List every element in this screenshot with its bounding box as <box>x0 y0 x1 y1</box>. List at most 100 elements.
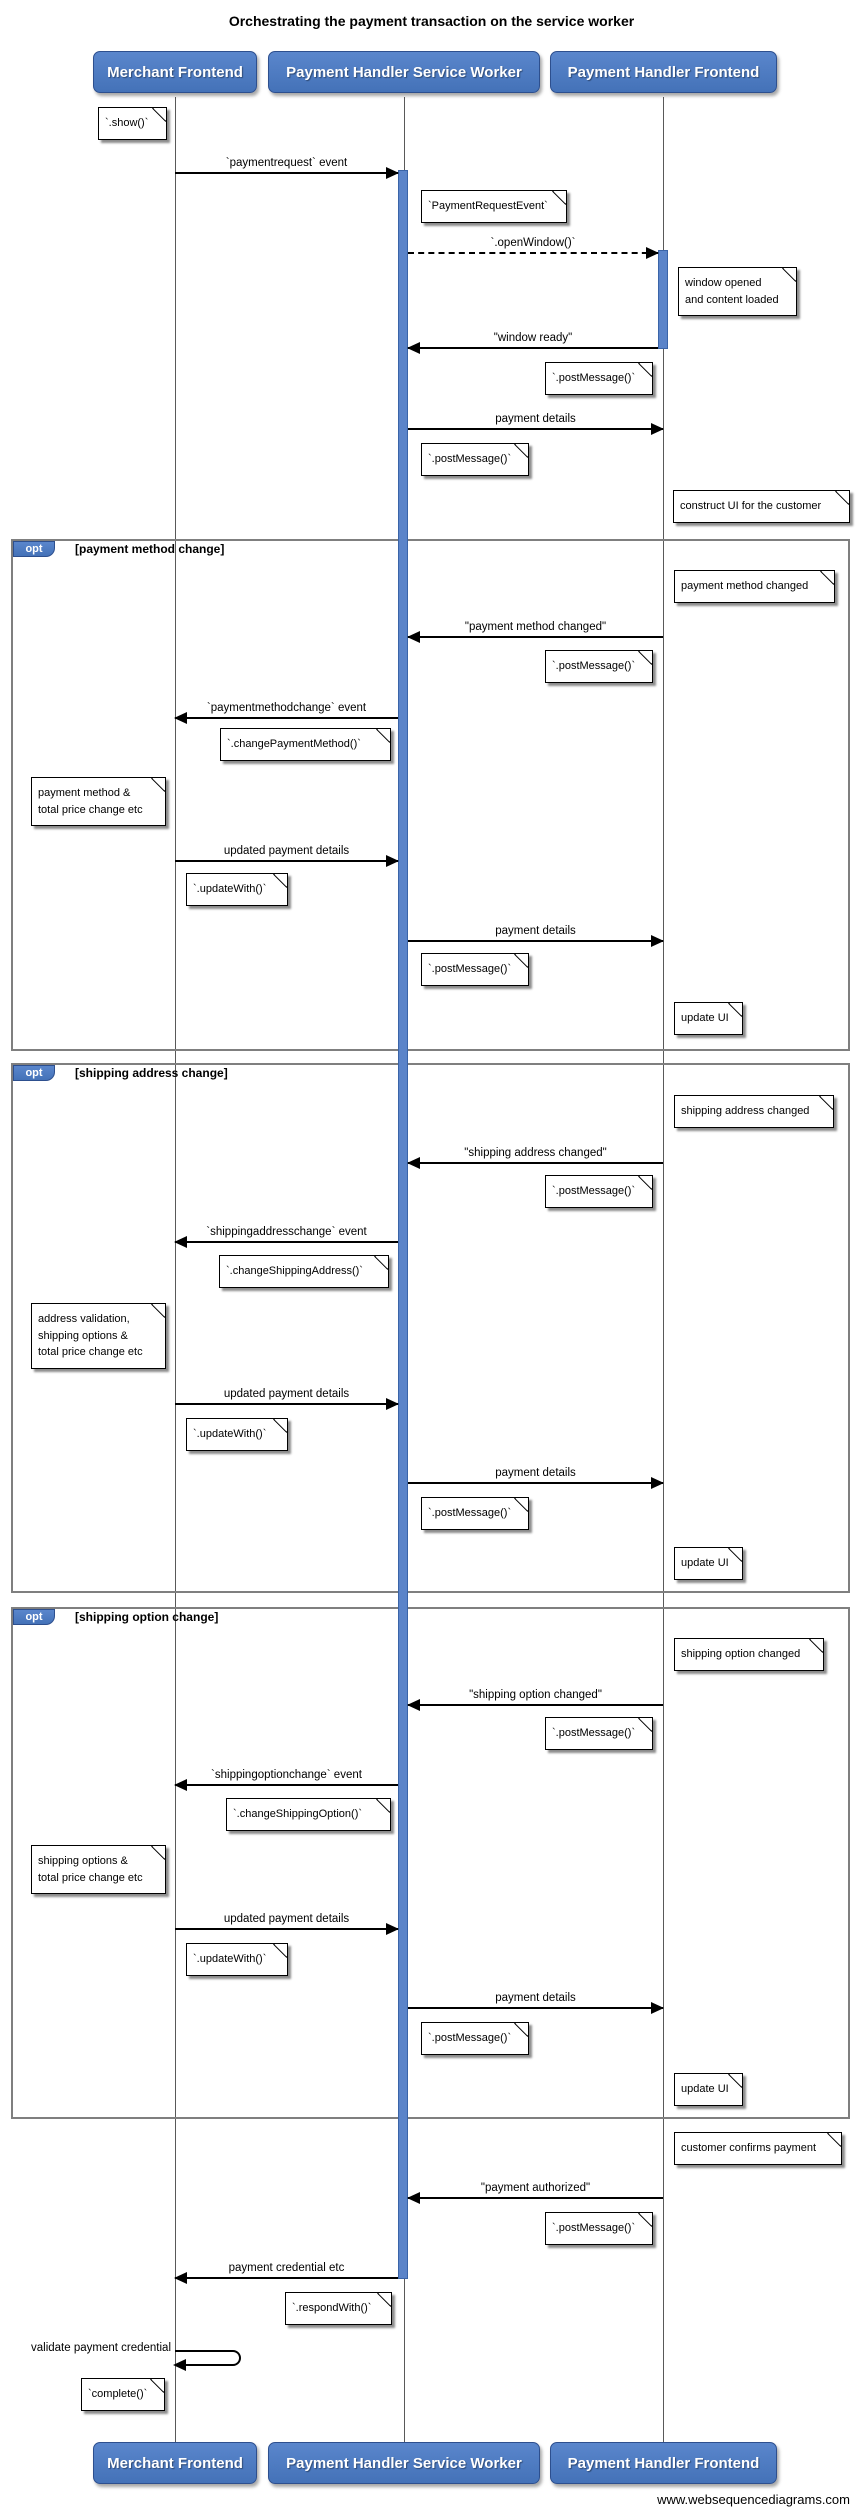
self-call-loop <box>173 2350 241 2371</box>
opt-frame-shipping-option-change <box>11 1607 850 2119</box>
msg-shippingoptionchange-event: `shippingoptionchange` event <box>174 1766 398 1791</box>
arrowhead-left-icon <box>407 1699 420 1711</box>
note-update-ui-1: update UI <box>674 1002 743 1035</box>
arrowhead-left-icon <box>407 342 420 354</box>
note-post-message-3: `.postMessage()` <box>545 650 653 683</box>
arrowhead-left-icon <box>173 2359 186 2371</box>
msg-label: payment details <box>495 1467 576 1479</box>
arrowhead-left-icon <box>174 1236 187 1248</box>
msg-label: `shippingoptionchange` event <box>211 1769 362 1781</box>
arrowhead-right-icon <box>651 935 664 947</box>
actor-top-merchant-frontend: Merchant Frontend <box>93 51 257 93</box>
msg-updated-payment-details-3: updated payment details <box>175 1910 399 1935</box>
arrowhead-right-icon <box>651 1477 664 1489</box>
lifeline-merchant-frontend <box>175 97 176 2442</box>
opt-condition-3: [shipping option change] <box>75 1610 219 1624</box>
activation-service-worker <box>398 170 408 2279</box>
actor-bottom-merchant-frontend: Merchant Frontend <box>93 2442 257 2484</box>
note-address-validation: address validation, shipping options & t… <box>31 1303 166 1369</box>
note-post-message-4: `.postMessage()` <box>421 953 529 986</box>
note-post-message-7: `.postMessage()` <box>545 1717 653 1750</box>
arrowhead-right-icon <box>386 855 399 867</box>
arrowhead-right-icon <box>386 1923 399 1935</box>
note-shipping-options-total: shipping options & total price change et… <box>31 1845 166 1894</box>
opt-tab-3: opt <box>13 1609 55 1625</box>
msg-label: updated payment details <box>223 845 350 857</box>
msg-label: payment details <box>495 925 576 937</box>
note-customer-confirms: customer confirms payment <box>674 2132 842 2165</box>
note-update-with-3: `.updateWith()` <box>186 1943 288 1976</box>
note-change-shipping-option: `.changeShippingOption()` <box>226 1798 391 1831</box>
msg-validate-payment-credential: validate payment credential <box>31 2342 171 2354</box>
note-shipping-option-changed: shipping option changed <box>674 1638 824 1671</box>
note-payment-method-total: payment method & total price change etc <box>31 777 166 826</box>
note-complete: `complete()` <box>81 2378 165 2411</box>
msg-shipping-address-changed: "shipping address changed" <box>407 1144 663 1169</box>
msg-open-window: `.openWindow()` <box>408 234 659 259</box>
note-update-ui-3: update UI <box>674 2073 743 2106</box>
actor-bottom-service-worker: Payment Handler Service Worker <box>268 2442 540 2484</box>
actor-bottom-handler-frontend: Payment Handler Frontend <box>550 2442 777 2484</box>
note-show: `.show()` <box>98 107 167 140</box>
arrowhead-left-icon <box>174 1779 187 1791</box>
msg-label: payment details <box>495 1992 576 2004</box>
note-post-message-5: `.postMessage()` <box>545 1175 653 1208</box>
activation-handler-frontend <box>658 250 668 349</box>
note-post-message-2: `.postMessage()` <box>421 443 529 476</box>
msg-shipping-option-changed: "shipping option changed" <box>407 1686 663 1711</box>
msg-label: payment details <box>495 413 576 425</box>
msg-label: "payment authorized" <box>480 2182 591 2194</box>
msg-paymentmethodchange-event: `paymentmethodchange` event <box>174 699 398 724</box>
opt-condition-2: [shipping address change] <box>75 1066 228 1080</box>
msg-updated-payment-details-2: updated payment details <box>175 1385 399 1410</box>
msg-payment-authorized: "payment authorized" <box>407 2179 663 2204</box>
arrowhead-right-icon <box>386 1398 399 1410</box>
msg-updated-payment-details-1: updated payment details <box>175 842 399 867</box>
msg-label: updated payment details <box>223 1913 350 1925</box>
msg-payment-details-3: payment details <box>408 1464 664 1489</box>
msg-label: "shipping option changed" <box>469 1689 602 1701</box>
msg-label: `paymentmethodchange` event <box>206 702 367 714</box>
note-window-opened: window opened and content loaded <box>678 267 797 316</box>
arrowhead-left-icon <box>407 631 420 643</box>
note-change-payment-method: `.changePaymentMethod()` <box>220 728 391 761</box>
note-update-with-1: `.updateWith()` <box>186 873 288 906</box>
note-post-message-1: `.postMessage()` <box>545 362 653 395</box>
msg-label: payment credential etc <box>228 2262 345 2274</box>
note-payment-request-event: `PaymentRequestEvent` <box>421 190 567 223</box>
opt-frame-shipping-address-change <box>11 1063 850 1593</box>
msg-payment-credential-etc: payment credential etc <box>174 2259 398 2284</box>
note-change-shipping-address: `.changeShippingAddress()` <box>219 1255 389 1288</box>
note-shipping-address-changed: shipping address changed <box>674 1095 834 1128</box>
opt-frame-payment-method-change <box>11 539 850 1051</box>
msg-payment-method-changed: "payment method changed" <box>407 618 663 643</box>
note-payment-method-changed: payment method changed <box>674 570 835 603</box>
msg-label: updated payment details <box>223 1388 350 1400</box>
msg-label: "payment method changed" <box>464 621 607 633</box>
note-post-message-8: `.postMessage()` <box>421 2022 529 2055</box>
arrowhead-right-icon <box>646 247 659 259</box>
arrowhead-right-icon <box>651 423 664 435</box>
msg-label: "window ready" <box>493 332 573 344</box>
msg-payment-details-2: payment details <box>408 922 664 947</box>
arrowhead-left-icon <box>407 2192 420 2204</box>
opt-tab-2: opt <box>13 1065 55 1081</box>
msg-payment-details-1: payment details <box>408 410 664 435</box>
note-post-message-6: `.postMessage()` <box>421 1497 529 1530</box>
note-post-message-9: `.postMessage()` <box>545 2212 653 2245</box>
opt-tab-1: opt <box>13 541 55 557</box>
arrowhead-right-icon <box>651 2002 664 2014</box>
note-update-with-2: `.updateWith()` <box>186 1418 288 1451</box>
msg-label: `paymentrequest` event <box>225 157 348 169</box>
arrowhead-left-icon <box>174 712 187 724</box>
note-construct-ui: construct UI for the customer <box>673 490 850 523</box>
arrowhead-left-icon <box>174 2272 187 2284</box>
msg-window-ready: "window ready" <box>407 329 658 354</box>
note-update-ui-2: update UI <box>674 1547 743 1580</box>
msg-label: "shipping address changed" <box>464 1147 607 1159</box>
diagram-title: Orchestrating the payment transaction on… <box>228 13 635 29</box>
actor-top-handler-frontend: Payment Handler Frontend <box>550 51 777 93</box>
msg-paymentrequest-event: `paymentrequest` event <box>175 154 399 179</box>
note-respond-with: `.respondWith()` <box>285 2292 392 2325</box>
